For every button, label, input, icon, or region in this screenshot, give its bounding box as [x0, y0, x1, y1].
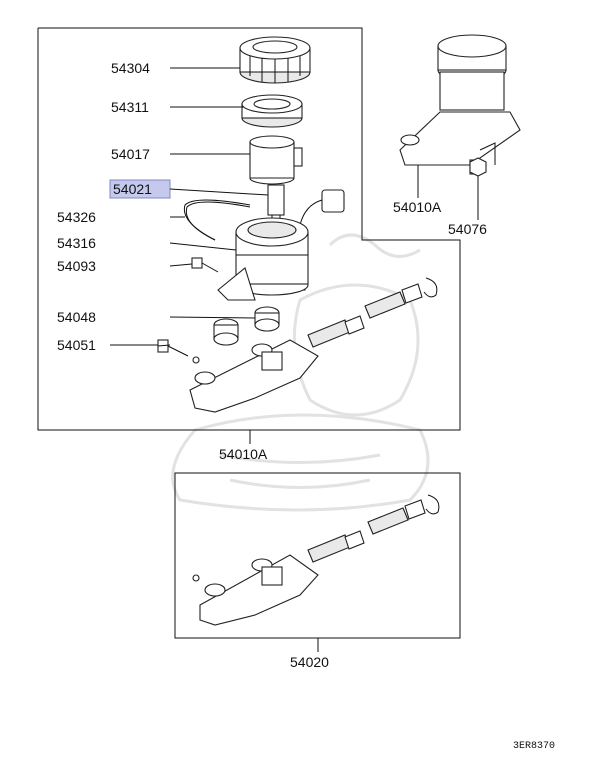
label-54093: 54093 — [57, 258, 96, 274]
label-54020: 54020 — [290, 654, 329, 670]
master-cylinder-54020-part — [192, 494, 440, 626]
hose-and-connector-part — [183, 189, 345, 241]
label-54017: 54017 — [111, 146, 150, 162]
label-54010a-right: 54010A — [393, 199, 442, 215]
label-54316: 54316 — [57, 235, 96, 251]
seal-ring-part — [241, 94, 303, 128]
label-54311: 54311 — [111, 99, 149, 115]
reservoir-tank-part — [217, 217, 309, 301]
label-54010a-box: 54010A — [219, 446, 268, 462]
strainer-part — [249, 135, 303, 185]
master-cylinder-body-part — [189, 339, 319, 413]
assembled-cylinder-part — [399, 34, 521, 175]
label-54304: 54304 — [111, 60, 150, 76]
leader-lines — [110, 67, 479, 652]
label-54048: 54048 — [57, 309, 96, 325]
label-54076: 54076 — [448, 221, 487, 237]
assembly-frame-54010a — [37, 27, 461, 431]
label-54021[interactable]: 54021 — [113, 181, 152, 197]
reservoir-cap-part — [239, 36, 311, 84]
bolt-part — [157, 339, 200, 364]
level-switch-part — [267, 184, 285, 222]
label-54051: 54051 — [57, 337, 96, 353]
reservoir-screw-part — [191, 257, 219, 273]
piston-spring-set-part — [307, 277, 438, 348]
grommet-part — [213, 306, 280, 346]
label-54326: 54326 — [57, 209, 96, 225]
nut-part — [469, 157, 487, 177]
diagram-code: 3ER8370 — [513, 741, 555, 752]
